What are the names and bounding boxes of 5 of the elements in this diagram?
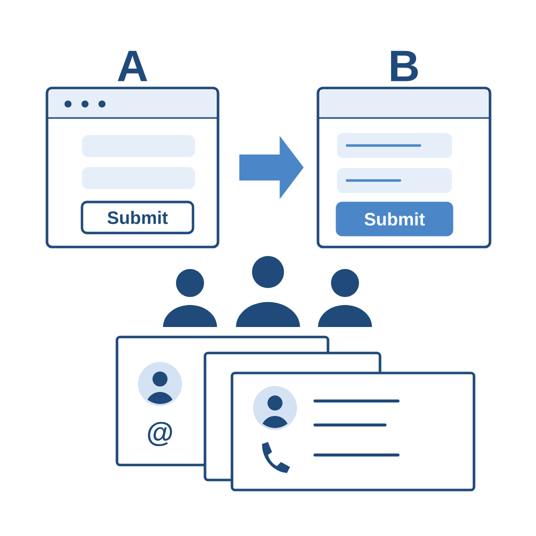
node-label: B [391, 50, 418, 82]
node-label: A [118, 50, 148, 82]
submit-button: Submit [336, 202, 454, 236]
submit-button: Submit [80, 200, 194, 234]
at-sign: @ [148, 422, 172, 446]
